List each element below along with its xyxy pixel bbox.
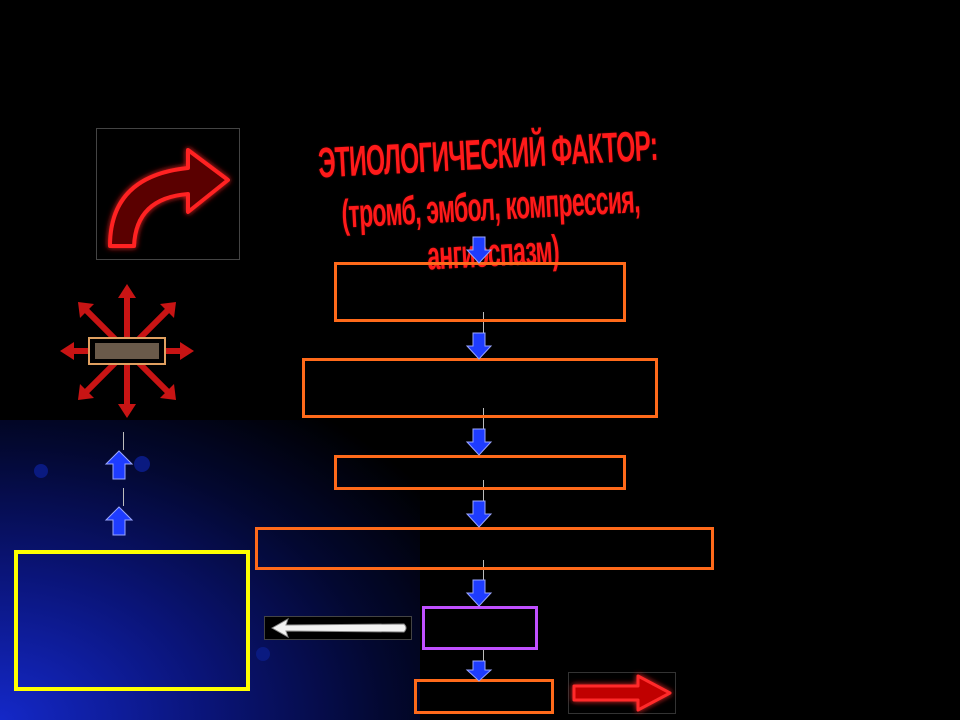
flow-connector-line-2 xyxy=(483,408,484,430)
blue-down-arrow-icon xyxy=(465,236,493,264)
left-connector-line-2 xyxy=(123,488,124,506)
flow-connector-line-4 xyxy=(483,560,484,582)
blue-down-arrow-icon xyxy=(465,332,493,360)
yellow-box xyxy=(14,550,250,691)
blue-down-arrow-icon xyxy=(465,500,493,528)
blue-up-arrow-icon xyxy=(104,450,134,480)
blue-down-arrow-icon xyxy=(465,579,493,607)
red-right-arrow-icon xyxy=(568,672,676,714)
flow-box-5 xyxy=(422,606,538,650)
background-gradient xyxy=(0,420,420,720)
flow-box-1 xyxy=(334,262,626,322)
radiating-arrows-icon xyxy=(60,284,194,418)
flow-box-6 xyxy=(414,679,554,714)
left-connector-line-1 xyxy=(123,432,124,450)
flow-box-2 xyxy=(302,358,658,418)
blue-down-arrow-icon xyxy=(465,660,493,682)
blue-up-arrow-icon xyxy=(104,506,134,536)
curved-arrow-icon xyxy=(96,128,240,260)
white-left-arrow-icon xyxy=(264,616,412,640)
blue-down-arrow-icon xyxy=(465,428,493,456)
flow-connector-line-5 xyxy=(483,648,484,662)
flow-connector-line-1 xyxy=(483,312,484,334)
flow-box-3 xyxy=(334,455,626,490)
flow-connector-line-3 xyxy=(483,480,484,502)
flow-box-4 xyxy=(255,527,714,570)
